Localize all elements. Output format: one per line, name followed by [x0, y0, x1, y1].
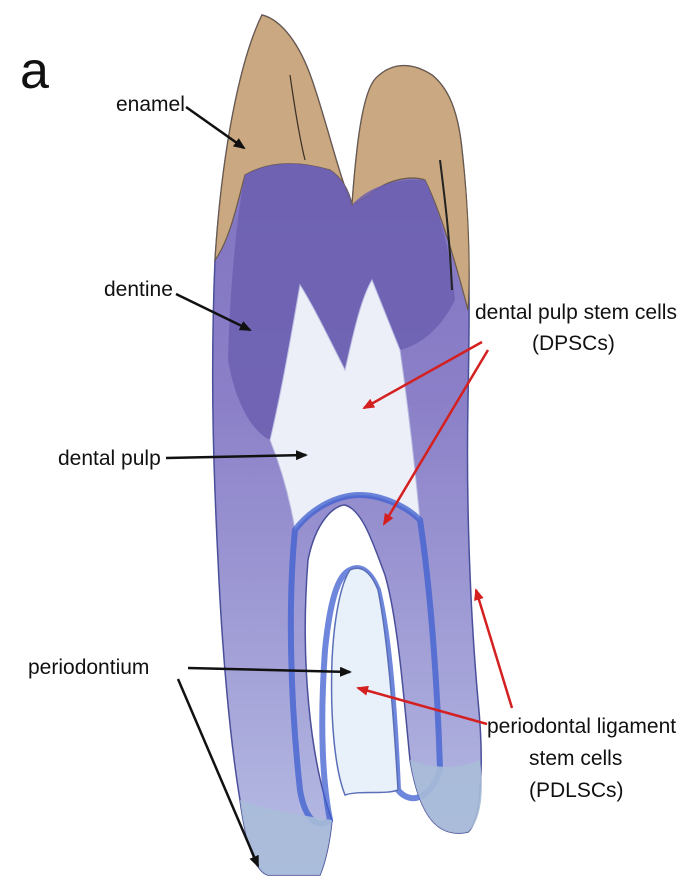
- label-dental-pulp: dental pulp: [58, 447, 161, 470]
- label-dentine: dentine: [104, 278, 173, 301]
- label-pdlsc-line1: periodontal ligament: [487, 715, 676, 738]
- root-apex-right: [410, 760, 482, 833]
- label-pdlsc-line2: stem cells: [529, 747, 622, 770]
- label-dpsc-line2: (DPSCs): [532, 332, 615, 355]
- label-dpsc-line1: dental pulp stem cells: [475, 301, 677, 324]
- tooth-illustration: [213, 15, 482, 875]
- label-pdlsc-line3: (PDLSCs): [529, 779, 624, 802]
- inter-radicular-area: [332, 568, 398, 795]
- label-periodontium: periodontium: [28, 656, 149, 679]
- label-enamel: enamel: [116, 93, 185, 116]
- panel-letter: a: [20, 42, 49, 100]
- arrow-pdlsc-to-root-surface: [476, 590, 512, 708]
